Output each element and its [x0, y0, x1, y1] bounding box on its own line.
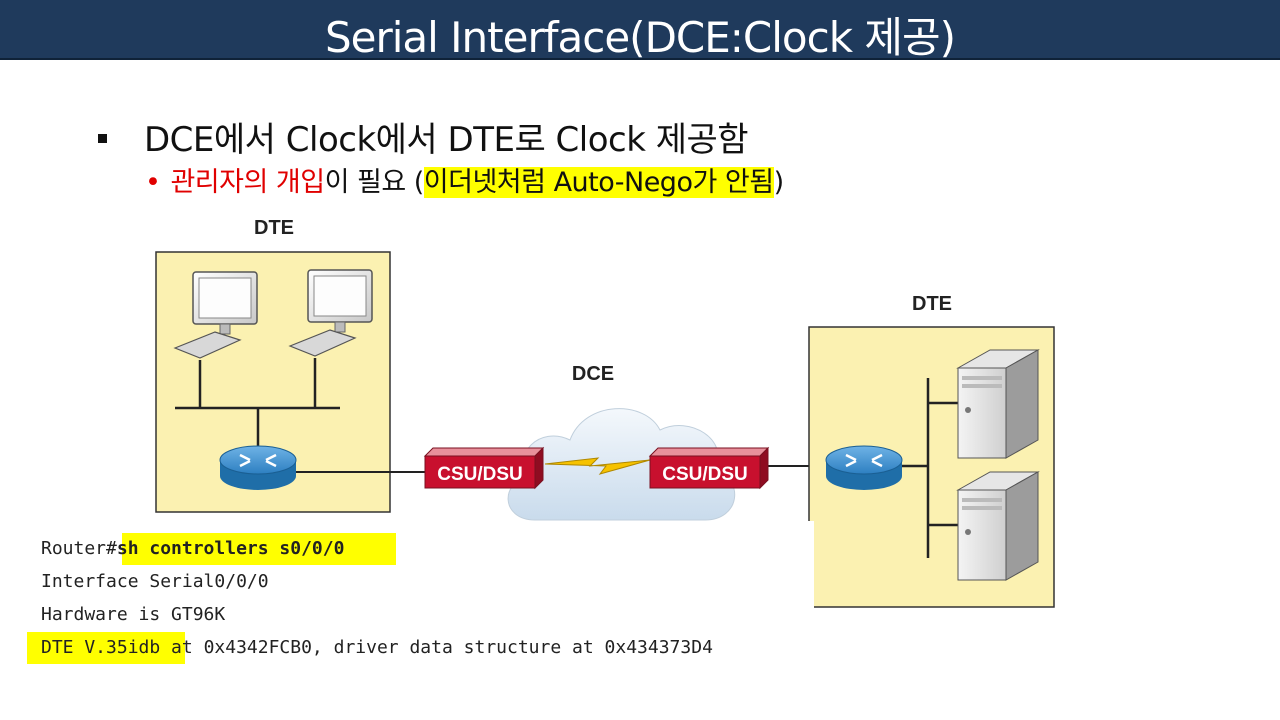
server-bottom-icon [956, 471, 1040, 581]
server-top-icon [956, 349, 1040, 459]
pc-left-icon [173, 271, 258, 359]
slide-title: Serial Interface(DCE:Clock 제공) [324, 13, 956, 62]
bullet-square-icon [98, 134, 107, 143]
sub-bullet-red-text: 관리자의 개입 [170, 167, 325, 198]
sub-bullet-dot-icon: • [145, 167, 161, 198]
router-left-icon [219, 445, 297, 490]
box-edge-mask [806, 521, 814, 611]
show-controllers-command: sh controllers s0/0/0 [116, 538, 345, 559]
code-line-2: Interface Serial0/0/0 [41, 571, 269, 592]
csu-dsu-left [423, 446, 545, 490]
csu-dsu-right-label: CSU/DSU [662, 464, 748, 485]
sub-bullet-text: 이 필요 ( [324, 167, 425, 198]
pc-right-icon [288, 269, 373, 357]
sub-bullet-highlight-text: 이더넷처럼 Auto-Nego가 안됨 [423, 167, 774, 198]
command-highlight [122, 533, 396, 565]
right-dte-label: DTE [912, 293, 952, 315]
dce-label: DCE [572, 363, 614, 385]
title-bar: Serial Interface(DCE:Clock 제공) [0, 0, 1280, 62]
csu-dsu-right [648, 446, 770, 490]
sub-bullet: • 관리자의 개입이 필요 (이더넷처럼 Auto-Nego가 안됨) [145, 160, 784, 199]
code-line-1: Router#sh controllers s0/0/0 [41, 538, 344, 559]
sub-bullet-close-paren: ) [773, 167, 785, 198]
dte-v35-text: DTE V.35idb [41, 637, 161, 658]
left-dte-label: DTE [254, 217, 294, 239]
code-line-4: DTE V.35idb at 0x4342FCB0, driver data s… [41, 637, 713, 658]
router-prompt: Router# [41, 538, 117, 559]
code-line-3: Hardware is GT96K [41, 604, 226, 625]
router-right-icon [825, 445, 903, 490]
csu-dsu-left-label: CSU/DSU [437, 464, 523, 485]
main-bullet-text: DCE에서 Clock에서 DTE로 Clock 제공함 [144, 120, 749, 160]
main-bullet: DCE에서 Clock에서 DTE로 Clock 제공함 [98, 112, 749, 161]
dte-highlight [27, 632, 185, 664]
driver-structure-text: at 0x4342FCB0, driver data structure at … [160, 637, 713, 658]
